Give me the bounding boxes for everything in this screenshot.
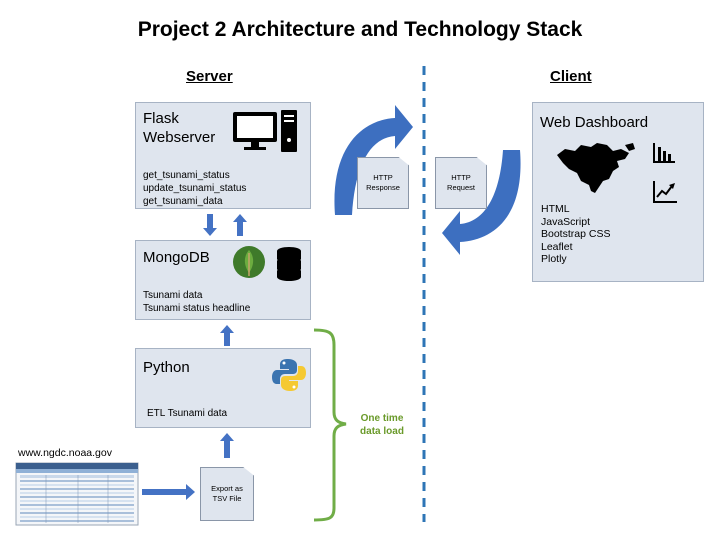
mongodb-box: MongoDB Tsunami data Tsunami status head… <box>135 240 311 320</box>
export-tsv-doc: Export as TSV File <box>200 467 254 521</box>
dashboard-tech-stack: HTML JavaScript Bootstrap CSS Leaflet Pl… <box>541 203 610 266</box>
mongodb-line: Tsunami data <box>143 290 203 301</box>
bar-chart-icon <box>653 143 675 163</box>
dashboard-title: Web Dashboard <box>540 114 649 131</box>
north-america-map-icon <box>557 143 635 193</box>
one-time-line1: One time <box>360 413 404 424</box>
computer-icon <box>233 110 297 152</box>
http-request-line1: HTTP <box>451 173 471 182</box>
http-response-line1: HTTP <box>373 173 393 182</box>
route-label: update_tsunami_status <box>143 183 247 194</box>
tech-item: Bootstrap CSS <box>541 228 611 240</box>
arrow-export-to-python <box>220 433 234 458</box>
export-line1: Export as <box>211 484 243 493</box>
flask-routes: get_tsunami_status update_tsunami_status… <box>143 169 246 208</box>
arrow-mongodb-to-flask <box>233 214 247 236</box>
python-line: ETL Tsunami data <box>147 408 228 419</box>
one-time-line2: data load <box>360 426 404 437</box>
curved-arrow-request <box>334 105 413 215</box>
source-url: www.ngdc.noaa.gov <box>18 447 112 459</box>
tech-item: JavaScript <box>541 215 591 228</box>
mongodb-leaf-icon <box>233 246 265 278</box>
tech-item: HTML <box>541 203 570 215</box>
mongodb-line: Tsunami status headline <box>143 303 251 314</box>
flask-webserver-box: Flask Webserver get_tsunami_status updat… <box>135 102 311 209</box>
one-time-data-load-label: One time data load <box>352 412 412 438</box>
python-logo-icon <box>272 359 306 391</box>
web-dashboard-box: Web Dashboard HTML JavaScript Bootstrap … <box>532 102 704 282</box>
route-label: get_tsunami_status <box>143 170 230 181</box>
curved-arrow-response <box>442 150 521 255</box>
arrow-source-to-export <box>142 484 195 500</box>
http-request-line2: Request <box>447 183 475 192</box>
export-line2: TSV File <box>212 494 242 503</box>
diagram-title: Project 2 Architecture and Technology St… <box>137 18 583 41</box>
flask-title: Flask Webserver <box>143 109 215 147</box>
tech-item: Leaflet <box>541 240 573 253</box>
arrow-flask-to-mongodb <box>203 214 217 236</box>
one-time-load-bracket <box>313 328 347 522</box>
flask-title-line2: Webserver <box>143 129 216 146</box>
source-website-screenshot <box>15 462 139 526</box>
server-label: Server <box>186 68 233 85</box>
arrow-python-to-mongodb <box>220 325 234 346</box>
http-request-doc: HTTP Request <box>435 157 487 209</box>
database-icon <box>277 247 301 281</box>
line-chart-icon <box>653 181 677 203</box>
client-label: Client <box>550 68 592 85</box>
route-label: get_tsunami_data <box>143 196 223 207</box>
python-title: Python <box>143 359 190 376</box>
http-response-line2: Response <box>366 183 400 192</box>
http-response-doc: HTTP Response <box>357 157 409 209</box>
mongodb-title: MongoDB <box>143 249 210 266</box>
tech-item: Plotly <box>541 253 567 265</box>
flask-title-line1: Flask <box>143 110 179 127</box>
mongodb-contents: Tsunami data Tsunami status headline <box>143 289 250 315</box>
python-box: Python ETL Tsunami data <box>135 348 311 428</box>
